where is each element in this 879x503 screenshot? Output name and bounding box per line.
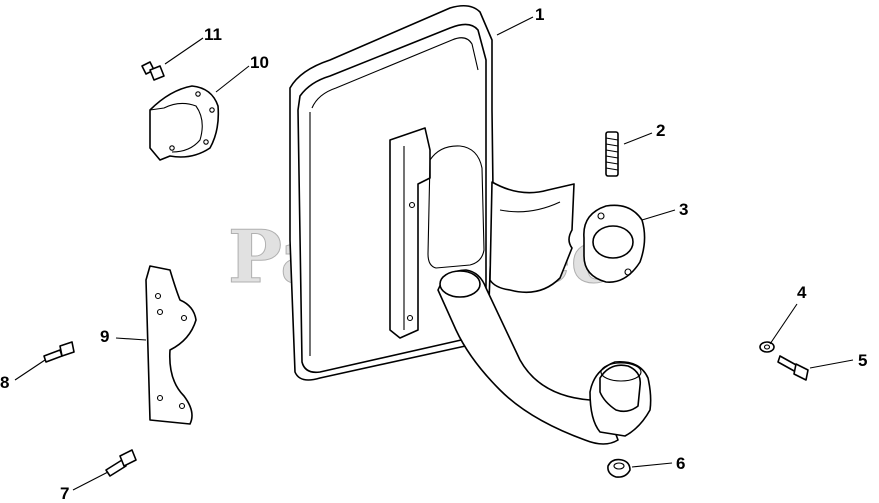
leader-2 <box>623 132 653 145</box>
muffler-part[interactable] <box>289 4 652 445</box>
leader-1 <box>496 16 534 36</box>
bracket-part[interactable] <box>145 265 197 425</box>
leader-10 <box>215 65 250 93</box>
leader-9 <box>115 337 147 341</box>
leader-8 <box>14 359 46 381</box>
callout-9: 9 <box>100 327 109 346</box>
heat-shield-part[interactable] <box>149 85 220 161</box>
leader-6 <box>631 462 673 468</box>
stud-part[interactable] <box>605 131 619 177</box>
callout-1: 1 <box>535 5 544 24</box>
callout-3: 3 <box>679 200 688 219</box>
leader-3 <box>641 209 676 221</box>
bolt-part-8[interactable] <box>43 341 75 363</box>
callout-8: 8 <box>0 373 9 392</box>
gasket-part[interactable] <box>583 204 646 283</box>
nut-part[interactable] <box>607 458 631 478</box>
callout-5: 5 <box>858 351 867 370</box>
callout-10: 10 <box>250 53 269 72</box>
callout-4: 4 <box>797 283 807 302</box>
leader-11 <box>164 37 204 65</box>
washer-part[interactable] <box>759 341 775 353</box>
leader-5 <box>809 359 854 369</box>
callout-2: 2 <box>656 121 665 140</box>
callout-11: 11 <box>204 25 222 44</box>
bolt-part-5[interactable] <box>777 355 809 381</box>
callout-6: 6 <box>676 454 685 473</box>
screw-part[interactable] <box>141 61 165 81</box>
leader-4 <box>769 303 798 345</box>
leader-7 <box>72 471 109 491</box>
callout-7: 7 <box>60 484 69 503</box>
bolt-part-7[interactable] <box>105 449 137 477</box>
